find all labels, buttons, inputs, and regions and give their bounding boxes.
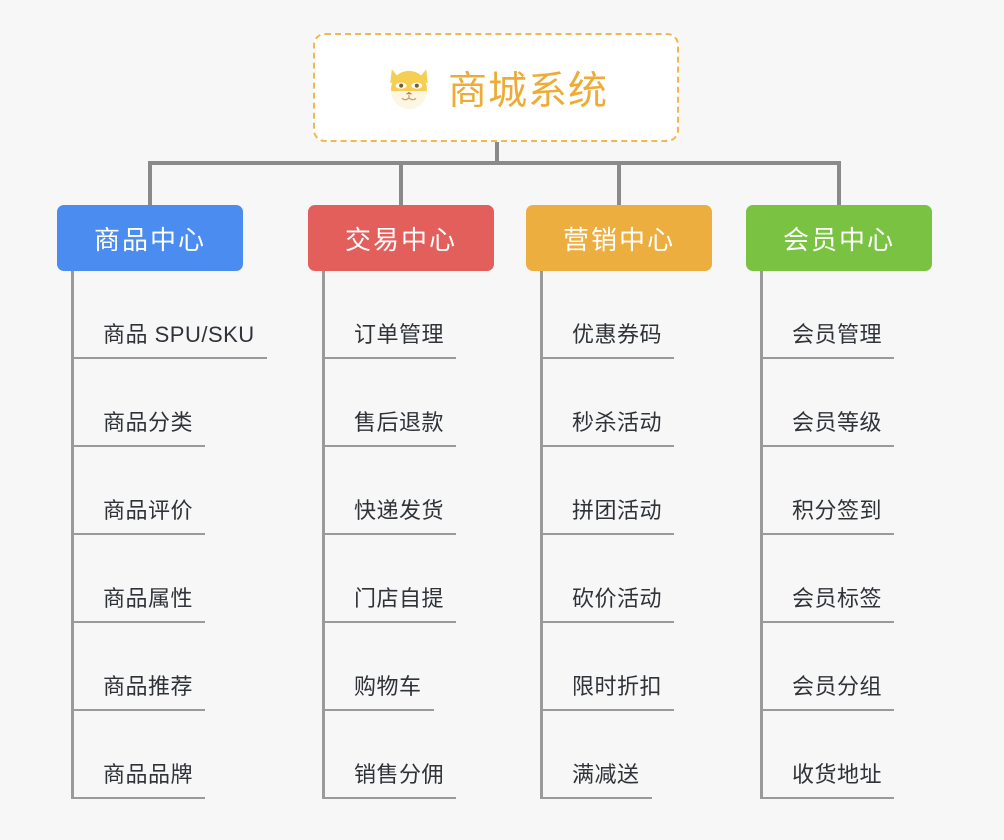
leaf-item-label: 购物车 xyxy=(354,674,422,699)
connector-horizontal-bus xyxy=(150,161,840,165)
leaf-item-underline xyxy=(540,797,652,799)
root-node-title: 商城系统 xyxy=(447,69,608,113)
connector-drop-product-center xyxy=(148,161,152,205)
leaf-item-label: 秒杀活动 xyxy=(572,410,663,435)
leaf-item-underline xyxy=(71,797,205,799)
leaf-item-label: 商品 SPU/SKU xyxy=(103,322,255,347)
leaf-item-label: 商品分类 xyxy=(103,410,194,435)
leaf-item-label: 商品品牌 xyxy=(103,762,194,787)
leaf-item-underline xyxy=(322,621,456,623)
leaf-item-product-center-3[interactable]: 商品评价 xyxy=(71,447,246,535)
leaf-item-underline xyxy=(322,357,456,359)
leaf-item-underline xyxy=(760,445,894,447)
leaf-item-label: 满减送 xyxy=(572,762,640,787)
category-header-trade-center[interactable]: 交易中心 xyxy=(308,205,494,271)
leaf-item-underline xyxy=(71,709,205,711)
leaf-item-label: 售后退款 xyxy=(354,410,445,435)
leaf-item-label: 收货地址 xyxy=(792,762,883,787)
leaf-item-label: 快递发货 xyxy=(354,498,445,523)
leaf-item-trade-center-5[interactable]: 购物车 xyxy=(322,623,497,711)
leaf-item-underline xyxy=(760,709,894,711)
leaf-item-member-center-6[interactable]: 收货地址 xyxy=(760,711,935,799)
leaf-item-underline xyxy=(540,709,674,711)
leaf-item-product-center-6[interactable]: 商品品牌 xyxy=(71,711,246,799)
leaf-item-marketing-center-3[interactable]: 拼团活动 xyxy=(540,447,715,535)
leaf-item-trade-center-1[interactable]: 订单管理 xyxy=(322,271,497,359)
category-header-member-center[interactable]: 会员中心 xyxy=(746,205,932,271)
leaf-item-label: 积分签到 xyxy=(792,498,883,523)
leaf-item-trade-center-4[interactable]: 门店自提 xyxy=(322,535,497,623)
leaf-item-member-center-2[interactable]: 会员等级 xyxy=(760,359,935,447)
category-header-label: 商品中心 xyxy=(93,224,206,255)
connector-drop-marketing-center xyxy=(617,161,621,205)
connector-root-stem xyxy=(495,142,499,163)
leaf-item-underline xyxy=(322,445,456,447)
leaf-item-label: 会员分组 xyxy=(792,674,883,699)
leaf-item-member-center-1[interactable]: 会员管理 xyxy=(760,271,935,359)
leaf-item-underline xyxy=(71,445,205,447)
leaf-item-underline xyxy=(322,797,456,799)
leaf-item-label: 商品推荐 xyxy=(103,674,194,699)
leaf-item-label: 会员等级 xyxy=(792,410,883,435)
leaf-item-underline xyxy=(760,621,894,623)
column-rail-product-center xyxy=(71,271,74,799)
column-rail-marketing-center xyxy=(540,271,543,799)
leaf-item-label: 商品属性 xyxy=(103,586,194,611)
category-header-label: 会员中心 xyxy=(782,224,895,255)
leaf-item-label: 门店自提 xyxy=(354,586,445,611)
leaf-item-trade-center-2[interactable]: 售后退款 xyxy=(322,359,497,447)
leaf-item-label: 优惠券码 xyxy=(572,322,663,347)
leaf-item-label: 会员管理 xyxy=(792,322,883,347)
leaf-item-label: 会员标签 xyxy=(792,586,883,611)
leaf-item-marketing-center-1[interactable]: 优惠券码 xyxy=(540,271,715,359)
leaf-item-product-center-1[interactable]: 商品 SPU/SKU xyxy=(71,271,267,359)
connector-drop-member-center xyxy=(837,161,841,205)
leaf-item-underline xyxy=(322,533,456,535)
leaf-item-product-center-5[interactable]: 商品推荐 xyxy=(71,623,246,711)
leaf-item-underline xyxy=(760,797,894,799)
leaf-item-underline xyxy=(540,533,674,535)
leaf-item-label: 砍价活动 xyxy=(572,586,663,611)
leaf-item-label: 拼团活动 xyxy=(572,498,663,523)
leaf-item-marketing-center-6[interactable]: 满减送 xyxy=(540,711,715,799)
leaf-item-underline xyxy=(71,533,205,535)
leaf-item-label: 限时折扣 xyxy=(572,674,663,699)
category-header-product-center[interactable]: 商品中心 xyxy=(57,205,243,271)
leaf-item-underline xyxy=(71,621,205,623)
leaf-item-label: 销售分佣 xyxy=(354,762,445,787)
leaf-item-label: 订单管理 xyxy=(354,322,445,347)
leaf-item-member-center-4[interactable]: 会员标签 xyxy=(760,535,935,623)
leaf-item-marketing-center-5[interactable]: 限时折扣 xyxy=(540,623,715,711)
connector-drop-trade-center xyxy=(399,161,403,205)
column-rail-member-center xyxy=(760,271,763,799)
leaf-item-trade-center-6[interactable]: 销售分佣 xyxy=(322,711,497,799)
leaf-item-marketing-center-4[interactable]: 砍价活动 xyxy=(540,535,715,623)
leaf-item-underline xyxy=(760,357,894,359)
category-header-label: 交易中心 xyxy=(344,224,457,255)
leaf-item-underline xyxy=(540,621,674,623)
root-node-mall-system[interactable]: 商城系统 xyxy=(313,33,679,142)
leaf-item-underline xyxy=(760,533,894,535)
leaf-item-product-center-4[interactable]: 商品属性 xyxy=(71,535,246,623)
shiba-dog-face-icon xyxy=(384,63,434,113)
leaf-item-product-center-2[interactable]: 商品分类 xyxy=(71,359,246,447)
leaf-item-underline xyxy=(71,357,267,359)
leaf-item-underline xyxy=(322,709,434,711)
column-rail-trade-center xyxy=(322,271,325,799)
category-header-marketing-center[interactable]: 营销中心 xyxy=(526,205,712,271)
leaf-item-marketing-center-2[interactable]: 秒杀活动 xyxy=(540,359,715,447)
leaf-item-trade-center-3[interactable]: 快递发货 xyxy=(322,447,497,535)
leaf-item-underline xyxy=(540,445,674,447)
leaf-item-member-center-3[interactable]: 积分签到 xyxy=(760,447,935,535)
leaf-item-label: 商品评价 xyxy=(103,498,194,523)
leaf-item-underline xyxy=(540,357,674,359)
category-header-label: 营销中心 xyxy=(562,224,675,255)
leaf-item-member-center-5[interactable]: 会员分组 xyxy=(760,623,935,711)
